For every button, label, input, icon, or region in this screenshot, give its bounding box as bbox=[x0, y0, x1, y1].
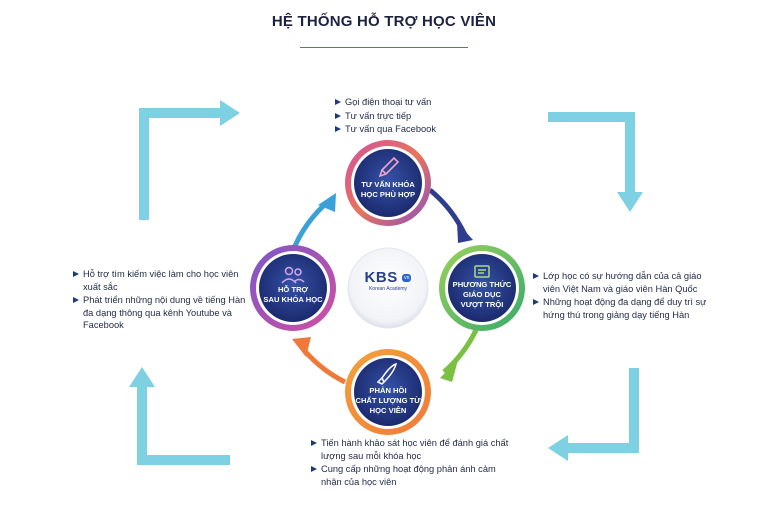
logo-text: KBS bbox=[364, 269, 398, 286]
logo-badge: vn bbox=[402, 273, 412, 282]
node-right-label: PHƯƠNG THỨC GIÁO DỤC VƯỢT TRỘI bbox=[452, 280, 512, 309]
book-icon bbox=[474, 265, 490, 278]
list-item: Lớp học có sự hướng dẫn của cả giáo viên… bbox=[532, 270, 718, 295]
list-item: Gọi điện thoại tư vấn bbox=[334, 96, 484, 109]
corner-arrow-bottom-left bbox=[129, 367, 230, 465]
list-item: Tư vấn trực tiếp bbox=[334, 110, 484, 123]
node-left bbox=[250, 245, 336, 331]
node-top bbox=[345, 140, 431, 226]
node-bottom bbox=[345, 349, 431, 435]
center-logo-disk bbox=[347, 247, 429, 329]
node-left-label: HỖ TRỢ SAU KHÓA HỌC bbox=[263, 285, 323, 304]
node-bottom-label: PHẢN HỒI CHẤT LƯỢNG TỪ HỌC VIÊN bbox=[355, 386, 421, 415]
list-item: Hỗ trợ tìm kiếm việc làm cho học viên xu… bbox=[72, 268, 250, 293]
page-title: HỆ THỐNG HỖ TRỢ HỌC VIÊN bbox=[271, 13, 497, 30]
list-item: Cung cấp những hoạt động phản ánh cảm nh… bbox=[310, 463, 510, 488]
corner-arrow-top-left bbox=[139, 100, 240, 220]
title-underline bbox=[300, 47, 468, 48]
pencil-icon bbox=[378, 156, 400, 178]
list-item: Tư vấn qua Facebook bbox=[334, 123, 484, 136]
right-bullet-list: Lớp học có sự hướng dẫn của cả giáo viên… bbox=[532, 270, 718, 322]
corner-arrow-top-right bbox=[548, 112, 643, 212]
list-item: Những hoạt động đa dạng để duy trì sự hứ… bbox=[532, 296, 718, 321]
corner-arrow-bottom-right bbox=[548, 368, 639, 461]
list-item: Tiến hành khảo sát học viên để đánh giá … bbox=[310, 437, 510, 462]
bottom-bullet-list: Tiến hành khảo sát học viên để đánh giá … bbox=[310, 437, 510, 489]
kbs-logo: KBS vn Korean Academy bbox=[352, 269, 424, 292]
ring-arrowhead-bottom-right bbox=[440, 360, 458, 382]
rocket-icon bbox=[376, 362, 398, 385]
ring-arrowhead-bottom-left bbox=[292, 337, 311, 357]
logo-subtitle: Korean Academy bbox=[368, 286, 408, 292]
list-item: Phát triển những nội dung về tiếng Hàn đ… bbox=[72, 294, 250, 332]
node-right bbox=[439, 245, 525, 331]
node-top-label: TƯ VẤN KHÓA HỌC PHÙ HỢP bbox=[360, 180, 416, 199]
top-bullet-list: Gọi điện thoại tư vấn Tư vấn trực tiếp T… bbox=[334, 96, 484, 137]
left-bullet-list: Hỗ trợ tìm kiếm việc làm cho học viên xu… bbox=[72, 268, 250, 333]
users-icon bbox=[281, 266, 305, 284]
ring-arrowhead-top-left bbox=[318, 193, 336, 212]
ring-arrowhead-top-right bbox=[457, 222, 473, 243]
